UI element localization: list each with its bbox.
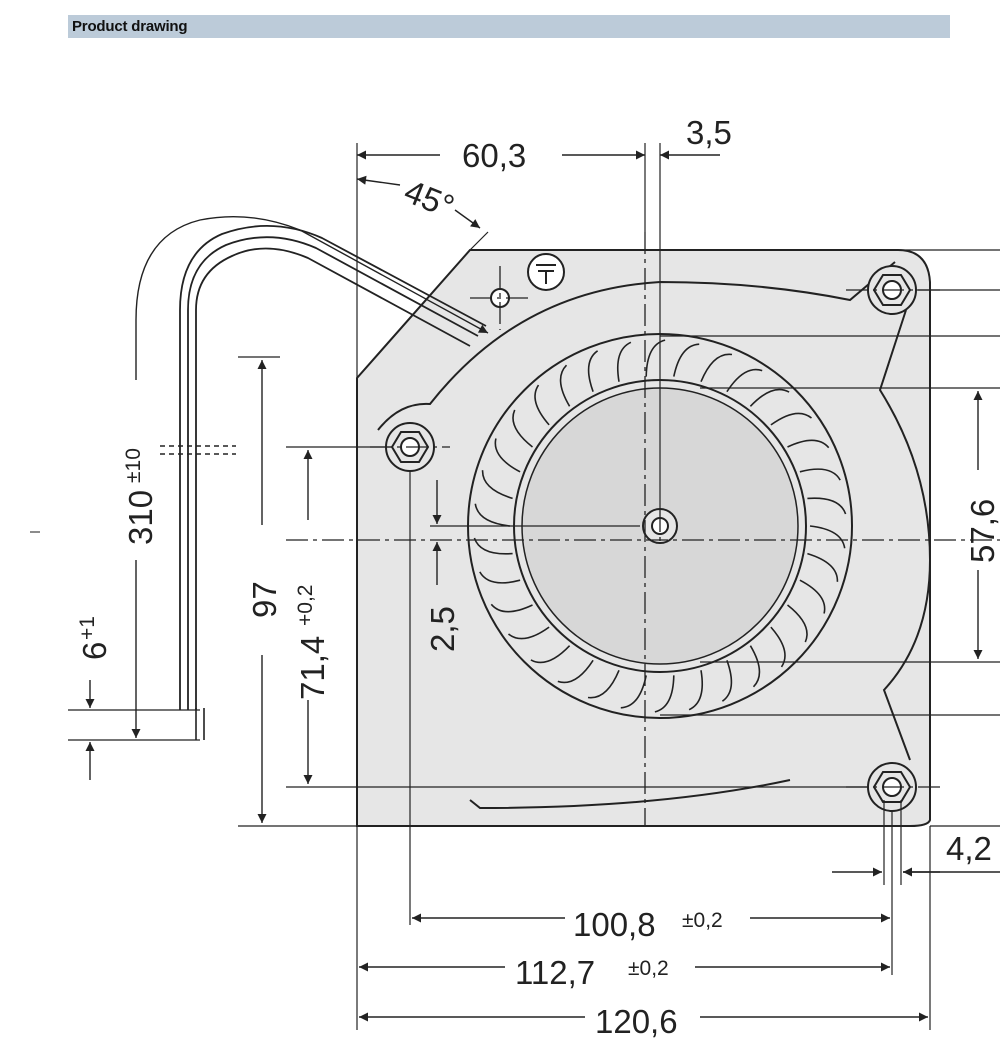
impeller-blade <box>474 503 511 527</box>
impeller-blade <box>787 439 830 449</box>
impeller-blade <box>673 343 700 377</box>
dim-6-tolerance: +1 <box>76 616 99 640</box>
dim-120-6-label: 120,6 <box>595 1003 678 1040</box>
impeller-blade <box>807 497 847 515</box>
dim-97-label: 97 <box>246 581 283 618</box>
impeller-blade <box>530 645 571 664</box>
section-title: Product drawing <box>72 18 188 35</box>
impeller-blade <box>749 388 790 407</box>
dim-45-deg-label: 45° <box>399 172 459 225</box>
impeller-blade <box>809 525 846 549</box>
impeller-blades <box>473 339 847 713</box>
impeller-blade <box>688 670 704 711</box>
dim-112-7-tolerance: ±0,2 <box>628 957 669 980</box>
impeller-blade <box>534 384 550 426</box>
dim-71-4-tolerance: +0,2 <box>294 585 317 626</box>
impeller-blade <box>807 552 839 582</box>
dim-3-5-label: 3,5 <box>686 114 732 151</box>
impeller-blade <box>700 353 733 383</box>
impeller-blade <box>749 645 761 688</box>
impeller-blade <box>479 571 521 584</box>
impeller-blade <box>481 470 513 500</box>
impeller-blade <box>490 603 533 613</box>
dim-100-8-label: 100,8 <box>573 906 656 943</box>
impeller-blade <box>587 669 620 699</box>
dim-57-6-label: 57,6 <box>964 499 1000 563</box>
impeller-blade <box>799 579 826 614</box>
impeller-blade <box>512 409 533 448</box>
dimension-lines <box>85 150 1000 1022</box>
impeller-blade <box>799 468 841 481</box>
dim-100-8-tolerance: ±0,2 <box>682 909 723 932</box>
ground-symbol-icon <box>527 253 565 291</box>
impeller-blade <box>557 659 594 684</box>
impeller-blade <box>473 537 513 555</box>
impeller-blade <box>645 339 666 377</box>
dim-310-tolerance: ±10 <box>122 448 145 483</box>
dim-310-label: 310 <box>122 490 159 545</box>
impeller-blade <box>616 341 632 382</box>
impeller-blade <box>770 412 813 426</box>
dim-60-3-label: 60,3 <box>462 137 526 174</box>
impeller-blade <box>559 364 571 407</box>
dim-2-5-label: 2,5 <box>424 606 461 652</box>
impeller-blade <box>721 660 733 702</box>
cable-break-mark <box>160 445 236 455</box>
dim-71-4-label: 71,4 <box>294 636 331 700</box>
impeller-blade <box>787 604 808 643</box>
dim-6-label: 6 <box>76 642 113 660</box>
dim-112-7-label: 112,7 <box>515 954 595 991</box>
extension-lines <box>68 143 1000 1030</box>
impeller-blade <box>587 350 599 392</box>
impeller-blade <box>507 626 550 640</box>
cable-wire-ends <box>195 708 205 740</box>
dim-4-2-label: 4,2 <box>946 830 992 867</box>
impeller-blade <box>654 675 675 713</box>
impeller-blade <box>770 626 786 668</box>
impeller-blade <box>494 438 521 473</box>
header-bar: Product drawing <box>68 15 950 38</box>
